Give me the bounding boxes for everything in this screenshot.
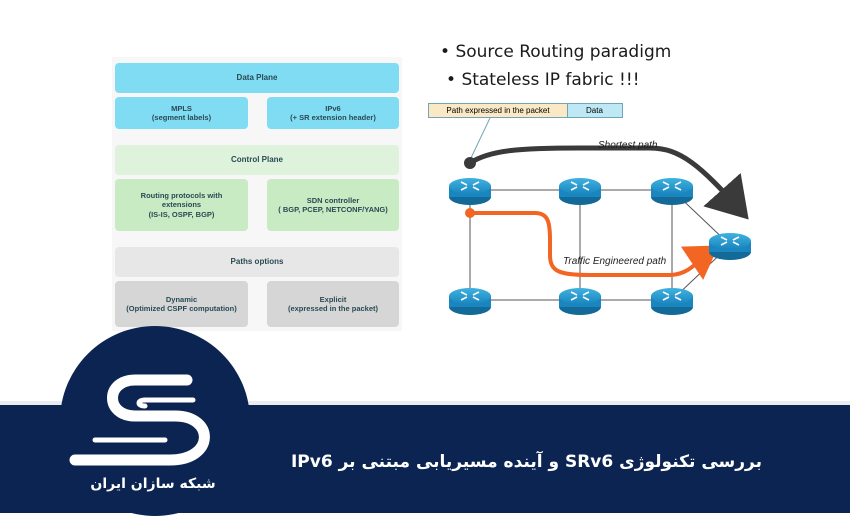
packet-data-segment: Data	[567, 103, 623, 118]
router-icon	[559, 178, 601, 205]
explicit-box: Explicit (expressed in the packet)	[267, 281, 399, 327]
logo-s-icon	[69, 374, 210, 466]
bullet-text-1: Source Routing paradigm	[455, 42, 672, 62]
bullet-text-2: Stateless IP fabric !!!	[461, 70, 640, 90]
logo-text: شبکه سازان ایران	[90, 476, 216, 492]
router-icon	[651, 288, 693, 315]
router-icon	[449, 288, 491, 315]
bullet-stateless-fabric: • Stateless IP fabric !!!	[446, 70, 640, 90]
router-icon	[449, 178, 491, 205]
sdn-controller-box: SDN controller ( BGP, PCEP, NETCONF/YANG…	[267, 179, 399, 231]
packet-data-label: Data	[586, 106, 603, 115]
article-title: بررسی تکنولوژی SRv6 و آینده مسیریابی مبت…	[290, 452, 762, 472]
shortest-path-label: Shortest path	[598, 140, 658, 151]
shortest-path-arrow	[468, 145, 749, 220]
packet-pointer-line	[469, 117, 491, 161]
routing-protocols-box: Routing protocols with extensions (IS-IS…	[115, 179, 248, 231]
packet-path-label: Path expressed in the packet	[446, 106, 550, 115]
router-icon	[559, 288, 601, 315]
ipv6-box: IPv6 (+ SR extension header)	[267, 97, 399, 129]
topology-links	[469, 189, 731, 301]
te-path-label: Traffic Engineered path	[563, 256, 667, 267]
shortest-path-origin	[464, 157, 476, 169]
control-plane-header: Control Plane	[115, 145, 399, 175]
te-path-origin	[465, 208, 475, 218]
mpls-box: MPLS (segment labels)	[115, 97, 248, 129]
router-icon	[651, 178, 693, 205]
dynamic-box: Dynamic (Optimized CSPF computation)	[115, 281, 248, 327]
paths-options-header: Paths options	[115, 247, 399, 277]
router-icon	[709, 233, 751, 260]
network-topology: Shortest path Traffic Engineered path	[449, 117, 751, 315]
footer-divider	[0, 401, 850, 406]
te-path-arrow	[470, 211, 719, 280]
bullet-source-routing: • Source Routing paradigm	[440, 42, 672, 62]
data-plane-header: Data Plane	[115, 63, 399, 93]
